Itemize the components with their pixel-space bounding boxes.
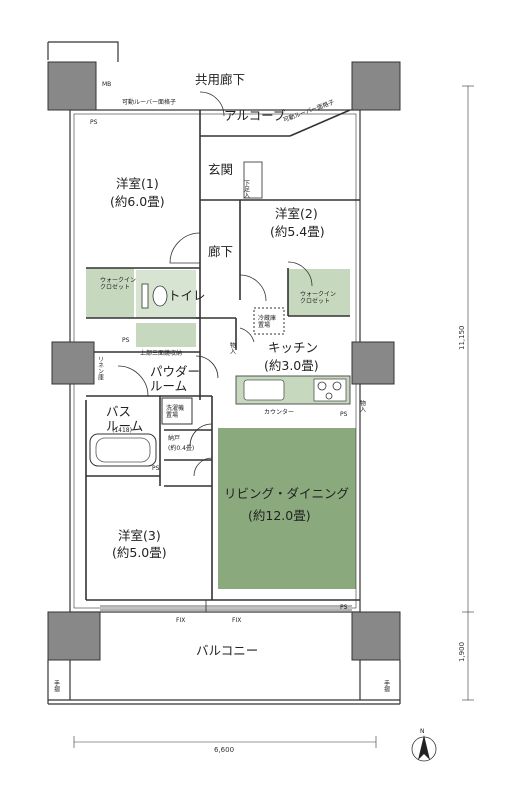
vanity-counter — [136, 323, 196, 347]
column-top-right — [351, 61, 401, 111]
bath-name: バスルーム — [106, 404, 143, 433]
storage-size: (約0.4畳) — [168, 444, 194, 452]
toilet-label: トイレ — [168, 288, 206, 303]
column-mid-right — [351, 341, 395, 385]
powder-room-label: パウダールーム — [150, 364, 200, 393]
room3-size: (約5.0畳) — [112, 545, 167, 560]
living-name: リビング・ダイニング — [224, 486, 349, 501]
upper-storage-label: 上部三面鏡収納 — [140, 349, 182, 357]
walkin-closet-2 — [288, 269, 350, 316]
linen-label: リネン庫 — [97, 356, 104, 381]
washer-label: 洗濯機置場 — [166, 404, 184, 419]
ps-label-toilet: PS — [122, 337, 130, 344]
toilet-bowl — [152, 285, 168, 307]
stove — [313, 378, 347, 402]
burner-2 — [332, 381, 342, 391]
column-top-left — [47, 61, 97, 111]
monoire-label-kitchen: 物入 — [229, 341, 236, 354]
louver-grid-label-left: 可動ルーバー面格子 — [122, 98, 176, 106]
room1-name: 洋室(1) — [116, 176, 159, 191]
balcony-label: バルコニー — [196, 643, 258, 658]
bath-size: (1418) — [112, 427, 132, 434]
ps-label-balcony: PS — [340, 604, 348, 611]
room3-name: 洋室(3) — [118, 528, 161, 543]
living-dining-area — [218, 428, 356, 589]
fix-label-2: FIX — [232, 617, 241, 624]
washer-space — [161, 397, 193, 425]
burner-3 — [325, 392, 333, 400]
column-bottom-right — [351, 611, 401, 661]
width-dimension-label: 6,600 — [214, 746, 234, 754]
shoe-storage-box — [243, 161, 263, 199]
handrail-label-right: 手摺 — [383, 679, 390, 693]
walkin2-label: ウォークインクロゼット — [300, 290, 336, 305]
fix-label-1: FIX — [176, 617, 185, 624]
burner-1 — [317, 381, 327, 391]
kitchen-name: キッチン — [268, 340, 318, 355]
bathtub — [89, 433, 157, 467]
hallway-label: 廊下 — [208, 244, 233, 259]
room2-size: (約5.4畳) — [270, 224, 325, 239]
walkin-closet-1 — [86, 268, 134, 318]
ps-label-storage: PS — [152, 465, 160, 472]
toilet-tank — [141, 283, 149, 309]
entrance-label: 玄関 — [208, 162, 233, 177]
ps-label-kitchen: PS — [340, 411, 348, 418]
common-corridor-label: 共用廊下 — [195, 72, 245, 87]
fridge-space — [253, 307, 285, 335]
column-mid-left — [51, 341, 95, 385]
north-compass-icon — [411, 735, 437, 762]
handrail-label-left: 手摺 — [53, 679, 60, 693]
room1-size: (約6.0畳) — [110, 194, 165, 209]
bathtub-inner — [95, 437, 151, 463]
counter-label: カウンター — [264, 408, 294, 416]
storage-label: 納戸 — [168, 434, 180, 442]
kitchen-size: (約3.0畳) — [264, 358, 319, 373]
alcove-label: アルコーブ — [224, 108, 286, 123]
compass-n-label: N — [420, 728, 425, 735]
living-size: (約12.0畳) — [248, 508, 311, 523]
room2-name: 洋室(2) — [275, 206, 318, 221]
ps-label-top: PS — [90, 119, 98, 126]
height-dimension-label: 11,150 — [458, 326, 466, 351]
monoire-label-right: 物入 — [359, 399, 366, 412]
fridge-label: 冷蔵庫置場 — [258, 314, 276, 329]
shoe-storage-label: 下足入 — [243, 180, 250, 198]
balcony-depth-label: 1,900 — [458, 642, 466, 662]
walkin1-label: ウォークインクロゼット — [100, 276, 136, 291]
sink — [243, 379, 285, 401]
mb-label: MB — [102, 81, 111, 88]
column-bottom-left — [47, 611, 101, 661]
